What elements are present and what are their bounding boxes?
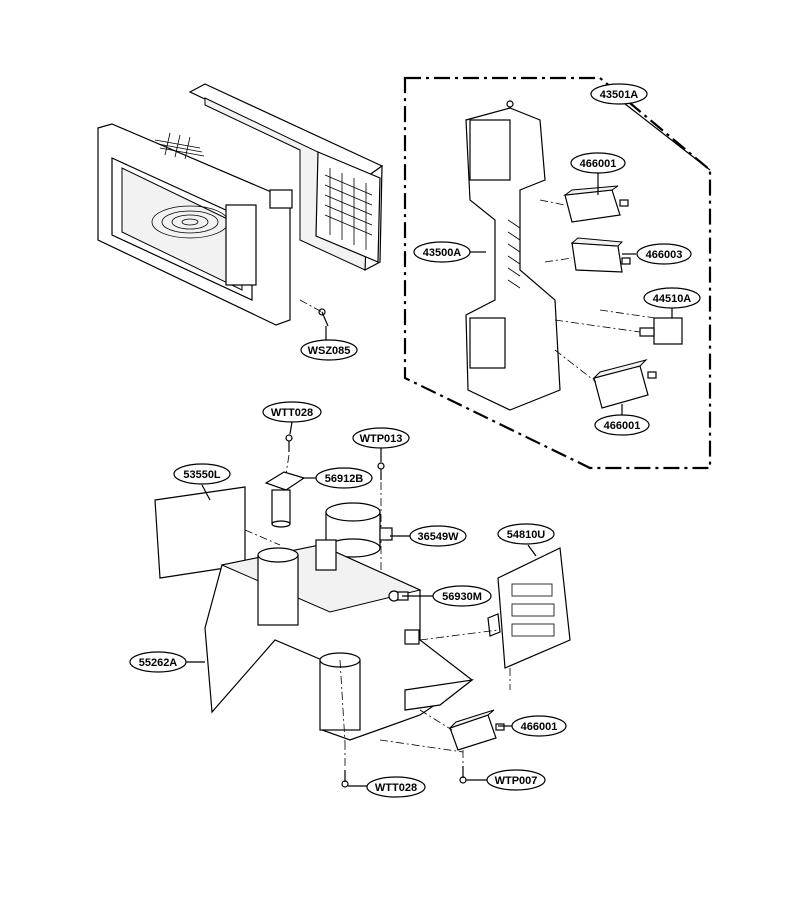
label-wtt028-bottom: WTT028 (366, 776, 426, 798)
screw-wtp007 (459, 750, 467, 784)
switch-466001-mid (592, 359, 657, 409)
label-466001-bottom: 466001 (511, 715, 567, 737)
svg-text:WTP013: WTP013 (360, 433, 403, 445)
label-44510a: 44510A (643, 287, 701, 309)
svg-text:466003: 466003 (646, 249, 683, 261)
switch-466001-top (563, 185, 629, 223)
svg-text:36549W: 36549W (418, 531, 460, 543)
label-55262a: 55262A (129, 651, 187, 673)
sensor-56912b (264, 471, 306, 528)
label-466001-top: 466001 (570, 152, 626, 174)
svg-text:53550L: 53550L (183, 469, 221, 481)
label-53550l: 53550L (173, 463, 231, 485)
lever-44510a (639, 317, 683, 345)
label-43500a: 43500A (413, 241, 471, 263)
svg-text:55262A: 55262A (139, 657, 178, 669)
label-wtt028-top: WTT028 (262, 401, 322, 423)
svg-text:44510A: 44510A (653, 293, 692, 305)
switch-466001-bottom (449, 709, 505, 751)
svg-text:56912B: 56912B (325, 473, 364, 485)
label-36549w: 36549W (409, 525, 467, 547)
svg-text:56930M: 56930M (442, 591, 482, 603)
label-wtp013: WTP013 (352, 427, 410, 449)
svg-text:WSZ085: WSZ085 (308, 345, 351, 357)
bracket-55262a (204, 539, 475, 741)
label-56930m: 56930M (432, 585, 492, 607)
label-54810u: 54810U (497, 523, 555, 545)
svg-text:WTP007: WTP007 (495, 775, 538, 787)
leader-lines (186, 99, 711, 787)
label-466003: 466003 (636, 243, 692, 265)
latch-bracket (465, 100, 561, 411)
label-56912b: 56912B (315, 467, 373, 489)
svg-text:43501A: 43501A (600, 89, 639, 101)
label-466001-mid: 466001 (594, 414, 650, 436)
switch-466003 (570, 237, 631, 273)
svg-text:54810U: 54810U (507, 529, 546, 541)
svg-text:466001: 466001 (580, 158, 617, 170)
label-wtp007: WTP007 (486, 769, 546, 791)
svg-text:WTT028: WTT028 (271, 407, 313, 419)
latch-assembly-boundary (403, 76, 712, 470)
svg-text:466001: 466001 (521, 721, 558, 733)
svg-text:WTT028: WTT028 (375, 782, 417, 794)
screw-wtt028-bottom (341, 742, 349, 788)
microwave-chassis (97, 83, 384, 327)
latch-dashed-links (539, 199, 656, 383)
label-43501a: 43501A (590, 83, 648, 105)
cover-54810u (487, 547, 571, 669)
label-wsz085: WSZ085 (300, 339, 358, 361)
svg-text:43500A: 43500A (423, 247, 462, 259)
svg-text:466001: 466001 (604, 420, 641, 432)
